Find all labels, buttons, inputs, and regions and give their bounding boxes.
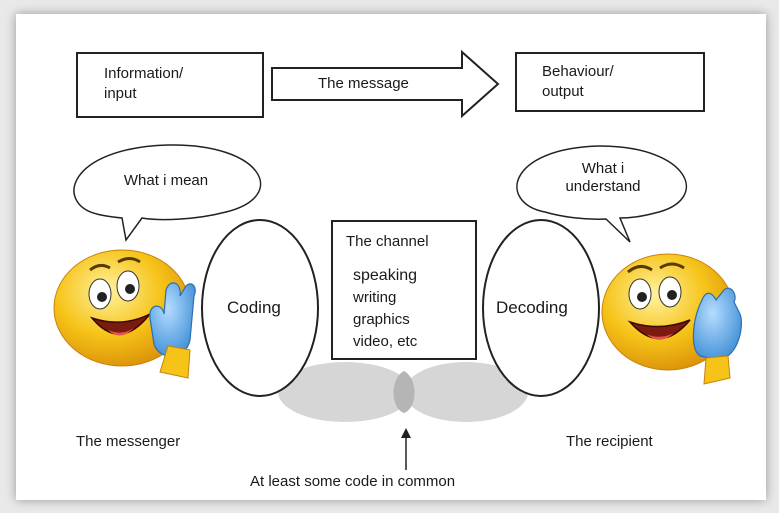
channel-item-speaking: speaking bbox=[353, 267, 418, 284]
code-overlap bbox=[393, 371, 415, 413]
coding-label: Coding bbox=[227, 298, 281, 317]
receiver-speech-bubble bbox=[516, 145, 687, 243]
channel-box bbox=[331, 220, 477, 360]
decoding-oval bbox=[482, 219, 600, 397]
input-box-line1: Information/ bbox=[104, 65, 184, 82]
sender-speech-bubble bbox=[73, 144, 262, 242]
message-arrow bbox=[271, 49, 500, 119]
messenger-label: The messenger bbox=[76, 433, 181, 450]
recipient-label: The recipient bbox=[566, 433, 653, 450]
common-code-label: At least some code in common bbox=[250, 473, 456, 490]
recipient-emoji bbox=[601, 253, 742, 385]
decoding-label: Decoding bbox=[496, 298, 568, 317]
receiver-code-ellipse bbox=[404, 362, 528, 422]
input-box bbox=[76, 52, 264, 118]
output-box-line2: output bbox=[542, 83, 584, 100]
sender-bubble-text: What i mean bbox=[123, 172, 209, 189]
receiver-bubble-line2: understand bbox=[565, 178, 641, 195]
channel-item-video: video, etc bbox=[353, 333, 418, 350]
channel-item-writing: writing bbox=[353, 289, 397, 306]
input-box-line2: input bbox=[104, 85, 137, 102]
channel-item-graphics: graphics bbox=[353, 311, 410, 328]
messenger-glove bbox=[149, 282, 196, 357]
sender-code-ellipse bbox=[278, 362, 412, 422]
coding-oval bbox=[201, 219, 319, 397]
output-box bbox=[515, 52, 705, 112]
message-arrow-label: The message bbox=[318, 75, 409, 92]
common-code-arrowhead bbox=[401, 428, 411, 438]
messenger-emoji bbox=[53, 249, 196, 379]
receiver-bubble-line1: What i bbox=[581, 160, 625, 177]
output-box-line1: Behaviour/ bbox=[542, 63, 614, 80]
channel-title: The channel bbox=[346, 233, 429, 250]
recipient-thumbs-up-glove bbox=[692, 287, 742, 361]
